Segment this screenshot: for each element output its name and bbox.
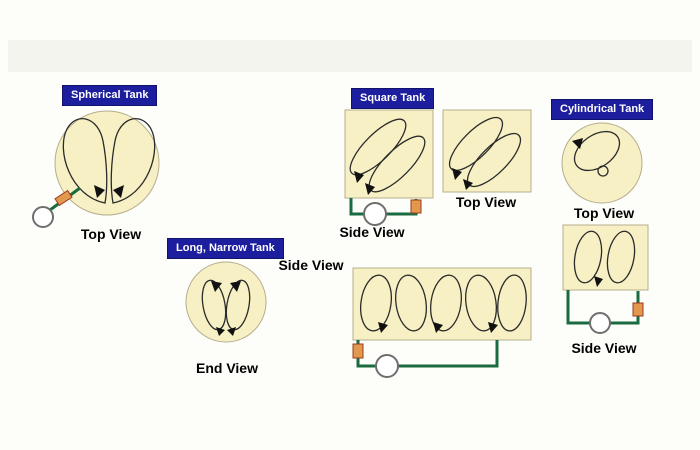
cylindrical-tank-top-shape: [561, 122, 643, 204]
flow-arrow-icon: [463, 179, 473, 190]
pipe: [610, 291, 640, 325]
long-narrow-side-view-caption: Side View: [278, 257, 344, 273]
flow-arrow-icon: [572, 138, 583, 149]
flow-arrow-icon: [378, 322, 388, 333]
cylindrical-tank-title: Cylindrical Tank: [551, 99, 654, 120]
flow-arrow-icon: [216, 327, 225, 336]
flow-arrow-icon: [488, 322, 498, 333]
impeller-icon: [597, 165, 609, 177]
valve-icon: [352, 343, 364, 359]
valve-icon: [410, 199, 422, 214]
valve-icon: [632, 302, 644, 317]
flow-arrow-icon: [354, 171, 364, 183]
cylindrical-top-view-caption: Top View: [573, 205, 635, 221]
flow-arrow-icon: [113, 185, 124, 198]
spherical-top-view-caption: Top View: [80, 226, 142, 242]
long-narrow-tank-end-group: [185, 261, 267, 343]
flow-loop-icon: [394, 274, 428, 332]
valve-icon: [54, 189, 73, 207]
pump-icon: [375, 354, 399, 378]
square-top-view-caption: Top View: [455, 194, 517, 210]
square-side-view-caption: Side View: [339, 224, 405, 240]
spherical-tank-shape: [54, 110, 160, 216]
flow-loop-icon: [497, 274, 527, 332]
flow-arrow-icon: [227, 327, 236, 336]
pipe: [566, 290, 590, 325]
background-band: [8, 40, 692, 72]
flow-loop-icon: [110, 118, 156, 204]
spherical-tank-title: Spherical Tank: [62, 85, 158, 106]
pipe: [349, 198, 364, 216]
flow-loop-icon: [606, 230, 636, 284]
flow-loop-icon: [62, 118, 108, 204]
long-narrow-end-view-caption: End View: [196, 360, 258, 376]
flow-loop-icon: [464, 274, 498, 332]
square-tank-side-group: [344, 109, 434, 226]
cylindrical-tank-side-group: [562, 224, 649, 334]
pump-icon: [32, 206, 54, 228]
square-tank-title: Square Tank: [351, 88, 435, 109]
flow-loop-icon: [429, 274, 463, 332]
flow-arrow-icon: [94, 185, 105, 198]
square-tank-top-group: [442, 109, 532, 193]
long-narrow-tank-end-shape: [185, 261, 267, 343]
pump-icon: [363, 202, 387, 226]
cylindrical-tank-top-group: [561, 122, 643, 204]
long-narrow-tank-title: Long, Narrow Tank: [167, 238, 284, 259]
pipe: [398, 340, 499, 368]
cylindrical-tank-side-shape: [562, 224, 649, 291]
flow-arrow-icon: [452, 168, 462, 180]
flow-arrow-icon: [433, 322, 443, 333]
flow-arrow-icon: [594, 276, 603, 287]
flow-loop-icon: [573, 230, 603, 284]
flow-arrow-icon: [211, 281, 222, 292]
flow-loop-icon: [448, 116, 504, 172]
long-narrow-tank-side-group: [352, 267, 532, 378]
spherical-tank-group: [32, 110, 160, 228]
flow-loop-icon: [573, 130, 621, 172]
pump-icon: [589, 312, 611, 334]
flow-loop-icon: [359, 274, 393, 332]
flow-arrow-icon: [230, 281, 241, 292]
flow-arrow-icon: [365, 183, 375, 195]
cylindrical-side-view-caption: Side View: [571, 340, 637, 356]
